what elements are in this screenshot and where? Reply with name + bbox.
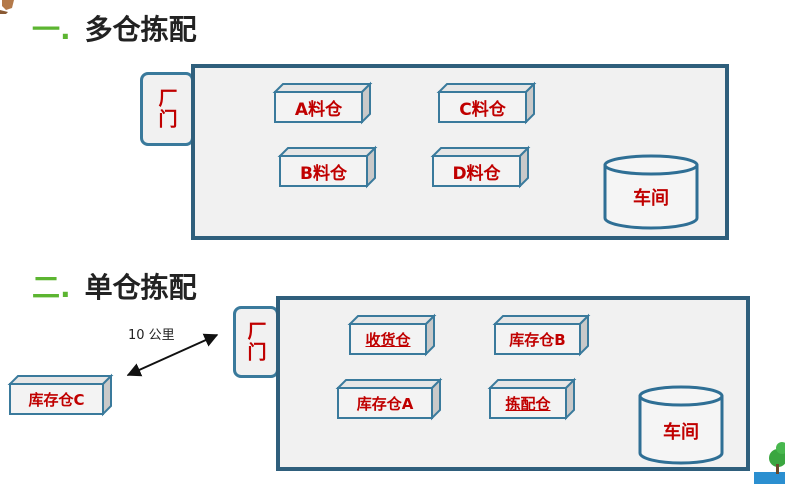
remote-warehouse-c: 库存仓C: [7, 373, 114, 417]
corner-figure-icon: [0, 0, 14, 14]
section1-workshop: 车间: [603, 154, 699, 230]
inventory-warehouse-a: 库存仓A: [335, 377, 443, 421]
section1-warehouse-d-label: D料仓: [452, 163, 501, 184]
section1-warehouse-a: A料仓: [272, 81, 373, 125]
section2-number: 二.: [32, 271, 71, 304]
inventory-warehouse-b-label: 库存仓B: [509, 330, 566, 349]
receiving-warehouse: 收货仓: [347, 313, 437, 357]
remote-warehouse-c-label: 库存仓C: [28, 390, 85, 409]
section1-warehouse-b-label: B料仓: [300, 163, 347, 184]
section2-heading: 二. 单仓拣配: [32, 266, 197, 306]
section1-warehouse-b: B料仓: [277, 145, 378, 189]
section1-door-label: 厂门: [155, 88, 178, 130]
section1-warehouse-d: D料仓: [430, 145, 531, 189]
receiving-warehouse-label: 收货仓: [365, 330, 411, 349]
section2-door-label: 厂门: [244, 321, 267, 363]
corner-tree-icon: [754, 442, 785, 484]
section2-title: 单仓拣配: [84, 271, 197, 304]
section1-heading: 一. 多仓拣配: [32, 8, 197, 48]
section1-warehouse-a-label: A料仓: [294, 99, 343, 120]
inventory-warehouse-b: 库存仓B: [492, 313, 591, 357]
section1-warehouse-c-label: C料仓: [459, 99, 506, 120]
inventory-warehouse-a-label: 库存仓A: [356, 394, 414, 413]
picking-warehouse: 拣配仓: [487, 377, 577, 421]
picking-warehouse-label: 拣配仓: [505, 394, 551, 413]
section2-factory-door: 厂门: [233, 306, 279, 378]
section2-workshop-label: 车间: [663, 422, 699, 443]
section1-title: 多仓拣配: [84, 13, 197, 46]
section1-number: 一.: [32, 13, 71, 46]
section1-workshop-label: 车间: [633, 188, 669, 209]
section2-workshop: 车间: [638, 385, 724, 465]
section1-warehouse-c: C料仓: [436, 81, 537, 125]
